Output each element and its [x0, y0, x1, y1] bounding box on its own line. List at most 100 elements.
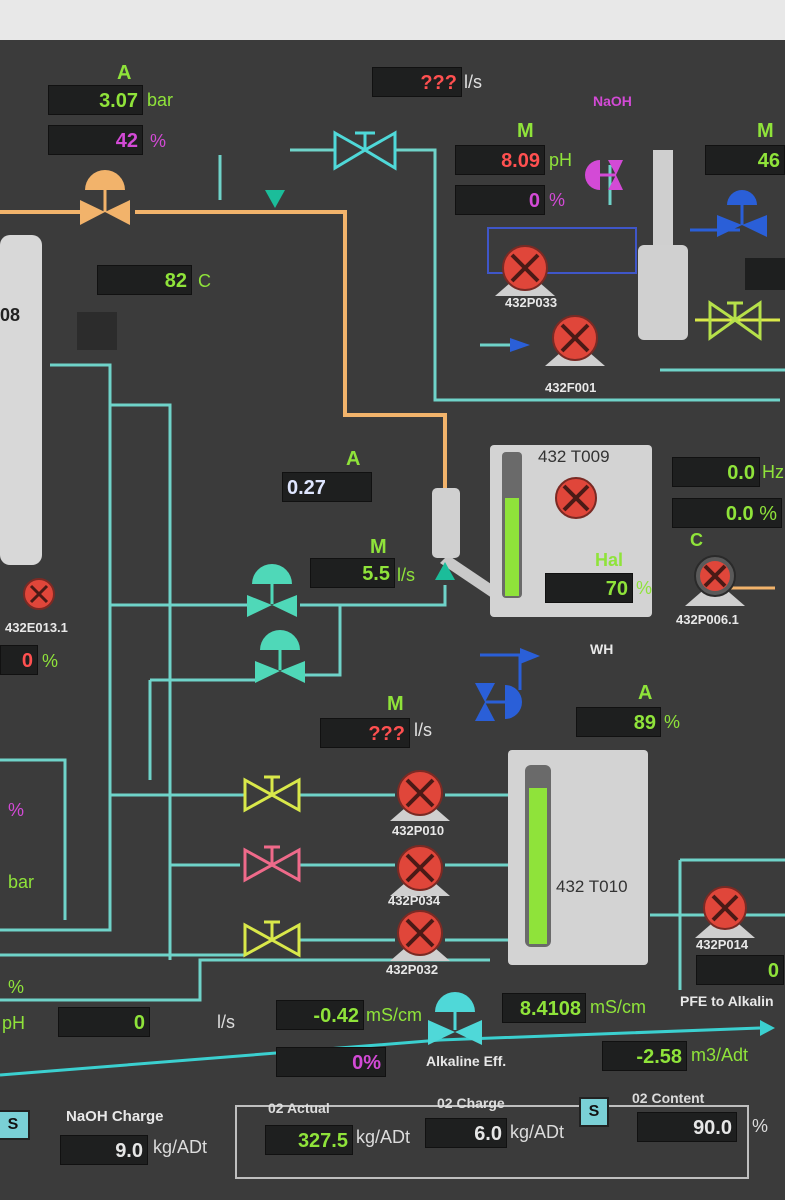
pump-432f001-icon[interactable]	[540, 310, 610, 372]
pump-432p014-tag: 432P014	[696, 937, 749, 952]
mid-flow-value: 5.5	[310, 558, 395, 588]
alkaline-eff-label: Alkaline Eff.	[426, 1053, 507, 1069]
naoh-charge-value: 9.0	[60, 1135, 148, 1165]
valve-blue-wh[interactable]	[470, 675, 530, 730]
o2-content-unit: %	[752, 1116, 769, 1136]
pump-432p032-icon[interactable]	[385, 905, 455, 967]
mode-m-ph: M	[517, 120, 534, 142]
alkaline-valve-pct: 0%	[276, 1047, 386, 1077]
pump-432p010-icon[interactable]	[385, 765, 455, 827]
valve-teal-mid2[interactable]	[253, 628, 308, 688]
o2-actual-label: 02 Actual	[268, 1100, 330, 1116]
pump-432p032-tag: 432P032	[386, 962, 439, 977]
pump-432f001-tag: 432F001	[545, 380, 597, 395]
valve-alkaline[interactable]	[425, 990, 485, 1050]
ph-unit: pH	[549, 150, 573, 170]
left-edge-bar: bar	[8, 872, 35, 892]
naoh-charge-unit: kg/ADt	[153, 1137, 208, 1157]
mode-m-flow: M	[370, 536, 387, 558]
conductivity-2-value: 8.4108	[502, 993, 586, 1023]
left-edge-pct1: %	[8, 800, 25, 820]
pump-432p006-icon[interactable]	[680, 550, 750, 612]
flow-adt-unit: m3/Adt	[691, 1045, 749, 1065]
naoh-label: NaOH	[593, 93, 632, 109]
t009-level-label: Hal	[595, 550, 624, 570]
t010-level-value: 89	[576, 707, 661, 737]
conductivity-1-unit: mS/cm	[366, 1005, 422, 1025]
mode-a-t010: A	[638, 682, 653, 704]
t009-level-value: 70	[545, 573, 633, 603]
pump-432p033-tag: 432P033	[505, 295, 558, 310]
t009-agitator-icon[interactable]	[548, 470, 604, 526]
valve-yellow-1[interactable]	[242, 772, 302, 817]
o2-actual-value: 327.5	[265, 1125, 353, 1155]
wh-label: WH	[590, 641, 614, 657]
t009-label: 432 T009	[538, 447, 610, 466]
o2-charge-label: 02 Charge	[437, 1095, 505, 1111]
valve-yellow-right[interactable]	[705, 298, 765, 343]
left-edge-pct2: %	[8, 977, 25, 997]
o2-content-value: 90.0	[637, 1112, 737, 1142]
left-edge-ph: pH	[2, 1013, 26, 1033]
valve-yellow-2[interactable]	[242, 917, 302, 962]
mid-flow-unit: l/s	[397, 565, 415, 585]
valve-teal-mid1[interactable]	[245, 562, 300, 622]
right-blank-box	[745, 258, 785, 290]
mode-m-flow2: M	[387, 693, 404, 715]
o2-actual-unit: kg/ADt	[356, 1127, 411, 1147]
pump-432e013-tag: 432E013.1	[5, 620, 68, 635]
o2-content-label: 02 Content	[632, 1090, 705, 1106]
flow-mid-unit: l/s	[414, 720, 432, 740]
oxygen-panel	[235, 1105, 749, 1179]
valve-open-percent: 42	[48, 125, 143, 155]
tank-left-label: 08	[0, 305, 21, 325]
s-button-left[interactable]: S	[0, 1110, 30, 1140]
conductivity-1-value: -0.42	[276, 1000, 364, 1030]
pump-432e013-icon[interactable]	[18, 575, 60, 617]
freq-value: 0.0	[672, 457, 760, 487]
valve-orange-control[interactable]	[75, 165, 135, 230]
valve-teal-top[interactable]	[330, 128, 400, 173]
flow-top-value: ???	[372, 67, 462, 97]
temperature-unit: C	[198, 271, 211, 291]
valve-blue-control[interactable]	[712, 185, 772, 245]
naoh-valve-unit: %	[549, 190, 566, 210]
mid-a-value: 0.27	[282, 472, 372, 502]
mode-a-left-top: A	[117, 62, 132, 84]
pump-432p034-tag: 432P034	[388, 893, 441, 908]
valve-naoh-magenta[interactable]	[578, 150, 628, 200]
pressure-unit: bar	[147, 90, 174, 110]
conductivity-2-unit: mS/cm	[590, 997, 646, 1017]
naoh-valve-percent: 0	[455, 185, 545, 215]
p014-value: 0	[696, 955, 784, 985]
t010-level-unit: %	[664, 712, 681, 732]
ph-value: 8.09	[455, 145, 545, 175]
o2-charge-value: 6.0	[425, 1118, 507, 1148]
bottom-ls-unit: l/s	[217, 1012, 235, 1032]
valve-pink[interactable]	[242, 842, 302, 887]
mode-a-mid: A	[346, 448, 361, 470]
monitor-bezel	[0, 0, 785, 40]
pump-432p034-icon[interactable]	[385, 840, 455, 902]
t009-level-bar	[505, 498, 519, 596]
right-mid-pct: 0.0 %	[672, 498, 782, 528]
flow-adt-value: -2.58	[602, 1041, 687, 1071]
t009-level-unit: %	[636, 578, 653, 598]
pump-432p033-icon[interactable]	[490, 240, 560, 302]
left-mid-pct: 0	[0, 645, 38, 675]
o2-charge-unit: kg/ADt	[510, 1122, 565, 1142]
left-mid-pct-unit: %	[42, 651, 59, 671]
freq-unit: Hz	[762, 462, 784, 482]
pressure-value: 3.07	[48, 85, 143, 115]
valve-open-unit: %	[150, 131, 167, 151]
right-top-value: 46	[705, 145, 785, 175]
pump-432p010-tag: 432P010	[392, 823, 445, 838]
mode-m-right: M	[757, 120, 774, 142]
temperature-value: 82	[97, 265, 192, 295]
pump-432p014-icon[interactable]	[690, 882, 760, 942]
flow-top-unit: l/s	[464, 72, 482, 92]
t010-label: 432 T010	[556, 877, 628, 896]
s-button-o2[interactable]: S	[579, 1097, 609, 1127]
naoh-charge-label: NaOH Charge	[66, 1108, 164, 1125]
